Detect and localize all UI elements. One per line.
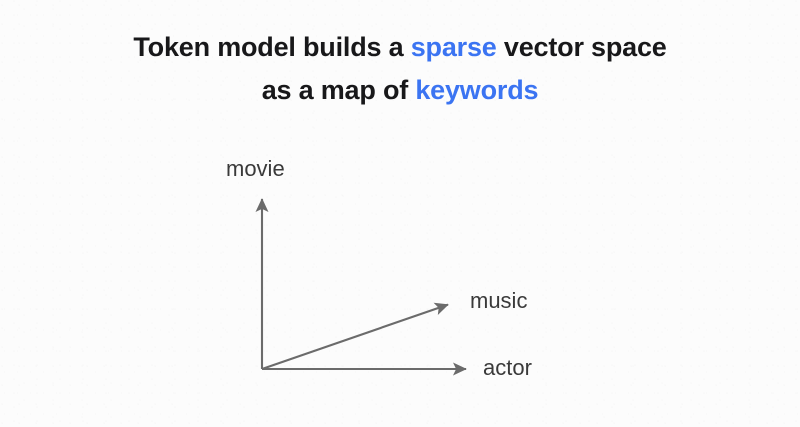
axis-label-music: music: [470, 288, 528, 313]
title-line-1-text-before: Token model builds a: [133, 32, 411, 62]
title-line-1-text-after: vector space: [496, 32, 667, 62]
axis-label-actor: actor: [483, 355, 532, 380]
title-line-2-text-before: as a map of: [261, 75, 416, 105]
title-line-1: Token model builds a sparse vector space: [0, 26, 800, 69]
page-title: Token model builds a sparse vector space…: [0, 26, 800, 112]
axis-label-movie: movie: [226, 156, 285, 181]
title-line-1-accent-word: sparse: [410, 32, 497, 62]
title-line-2: as a map of keywords: [0, 69, 800, 112]
axis-line-music: [261, 302, 449, 370]
title-line-2-accent-word: keywords: [415, 75, 539, 105]
